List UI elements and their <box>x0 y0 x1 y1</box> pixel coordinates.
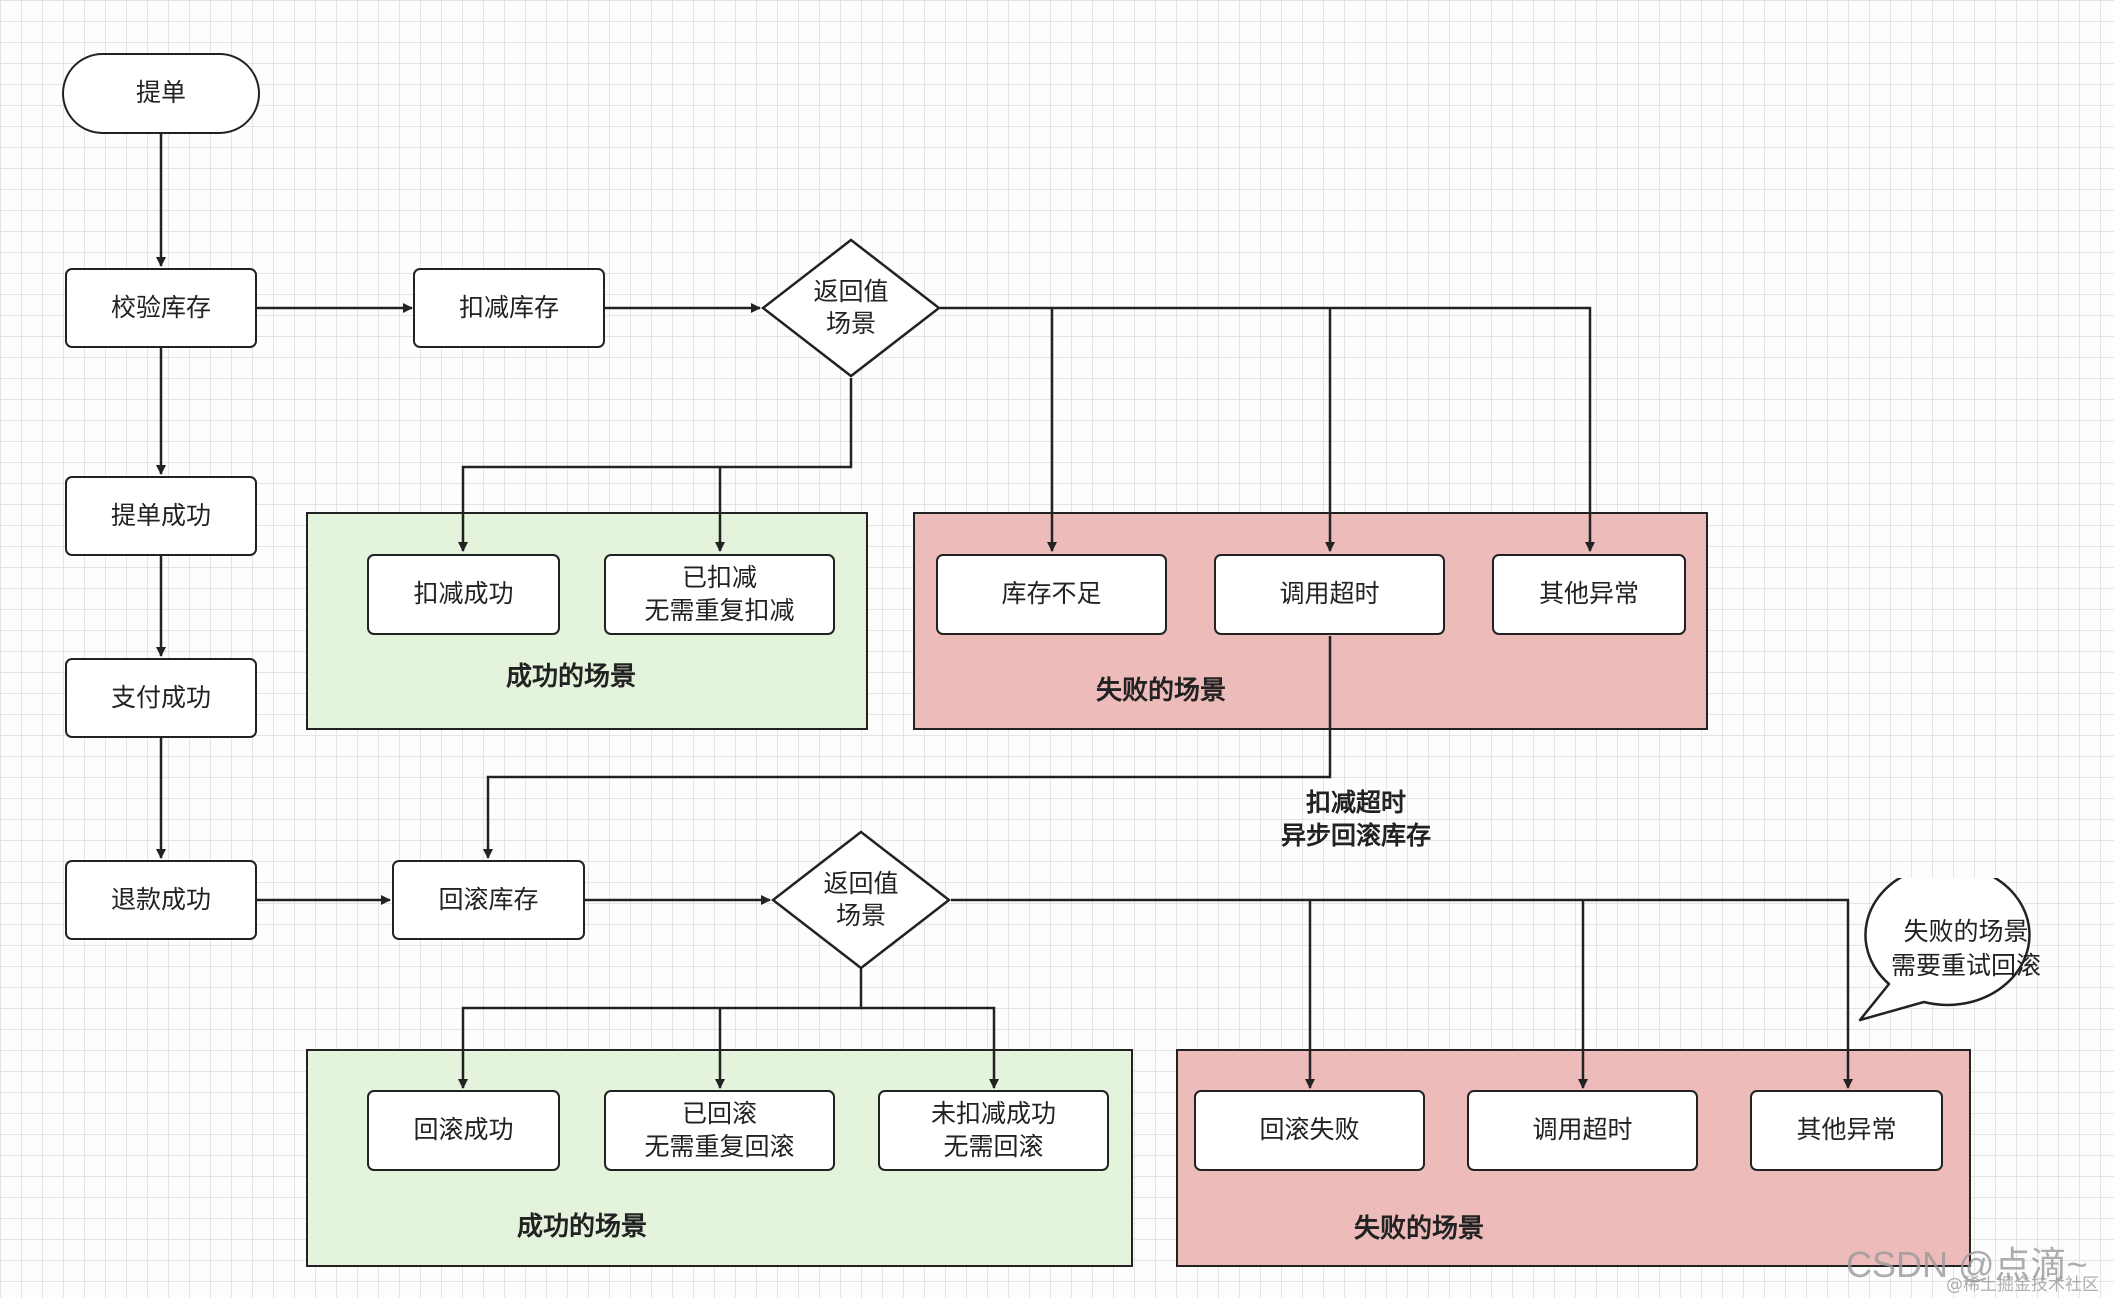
rollback-fail-node[interactable]: 回滚失败 <box>1194 1090 1425 1171</box>
return-scene-diamond-2[interactable]: 返回值 场景 <box>771 830 951 970</box>
deduct-timeout-node[interactable]: 调用超时 <box>1214 554 1445 635</box>
pay-success-node[interactable]: 支付成功 <box>65 658 257 738</box>
timeout-label-line-1: 扣减超时 <box>1305 788 1406 817</box>
timeout-async-rollback-label: 扣减超时 异步回滚库存 <box>1266 787 1446 852</box>
order-success-node[interactable]: 提单成功 <box>65 476 257 556</box>
deduct-fail-group-label: 失败的场景 <box>1096 676 1227 706</box>
rollback-stock-node[interactable]: 回滚库存 <box>392 860 585 940</box>
not-deducted-line-2: 无需回滚 <box>943 1131 1044 1161</box>
diamond-1-line-1: 返回值 <box>813 276 889 306</box>
already-rolled-back-line-2: 无需重复回滚 <box>644 1131 795 1161</box>
deduct-stock-node[interactable]: 扣减库存 <box>413 268 605 348</box>
rollback-success-node[interactable]: 回滚成功 <box>367 1090 560 1171</box>
callout-line-1: 失败的场景 <box>1903 917 2029 947</box>
timeout-label-line-2: 异步回滚库存 <box>1280 820 1431 850</box>
diamond-2-line-2: 场景 <box>835 901 886 930</box>
diamond-2-line-1: 返回值 <box>823 868 899 898</box>
deduct-success-node[interactable]: 扣减成功 <box>367 554 560 635</box>
check-stock-node[interactable]: 校验库存 <box>65 268 257 348</box>
rollback-success-group-label: 成功的场景 <box>517 1212 648 1242</box>
stock-short-node[interactable]: 库存不足 <box>936 554 1167 635</box>
already-deducted-line-1: 已扣减 <box>681 563 757 592</box>
rollback-fail-group-label: 失败的场景 <box>1354 1214 1485 1244</box>
deduct-success-group-label: 成功的场景 <box>506 662 637 692</box>
deduct-other-error-node[interactable]: 其他异常 <box>1492 554 1686 635</box>
callout-line-2: 需要重试回滚 <box>1890 951 2041 980</box>
already-rolled-back-node[interactable]: 已回滚 无需重复回滚 <box>604 1090 835 1171</box>
watermark-sub: @稀土掘金技术社区 <box>1946 1275 2099 1295</box>
watermark-main: CSDN @点滴~ <box>1846 1244 2088 1285</box>
refund-success-node[interactable]: 退款成功 <box>65 860 257 940</box>
return-scene-diamond-1[interactable]: 返回值 场景 <box>761 238 941 378</box>
diamond-1-line-2: 场景 <box>825 309 876 338</box>
order-node[interactable]: 提单 <box>62 53 260 134</box>
not-deducted-node[interactable]: 未扣减成功 无需回滚 <box>878 1090 1109 1171</box>
rollback-other-error-node[interactable]: 其他异常 <box>1750 1090 1943 1171</box>
not-deducted-line-1: 未扣减成功 <box>930 1099 1056 1128</box>
rollback-timeout-node[interactable]: 调用超时 <box>1467 1090 1698 1171</box>
already-deducted-node[interactable]: 已扣减 无需重复扣减 <box>604 554 835 635</box>
retry-rollback-callout: 失败的场景 需要重试回滚 <box>1856 878 2076 1024</box>
already-rolled-back-line-1: 已回滚 <box>681 1099 757 1128</box>
already-deducted-line-2: 无需重复扣减 <box>644 595 795 625</box>
